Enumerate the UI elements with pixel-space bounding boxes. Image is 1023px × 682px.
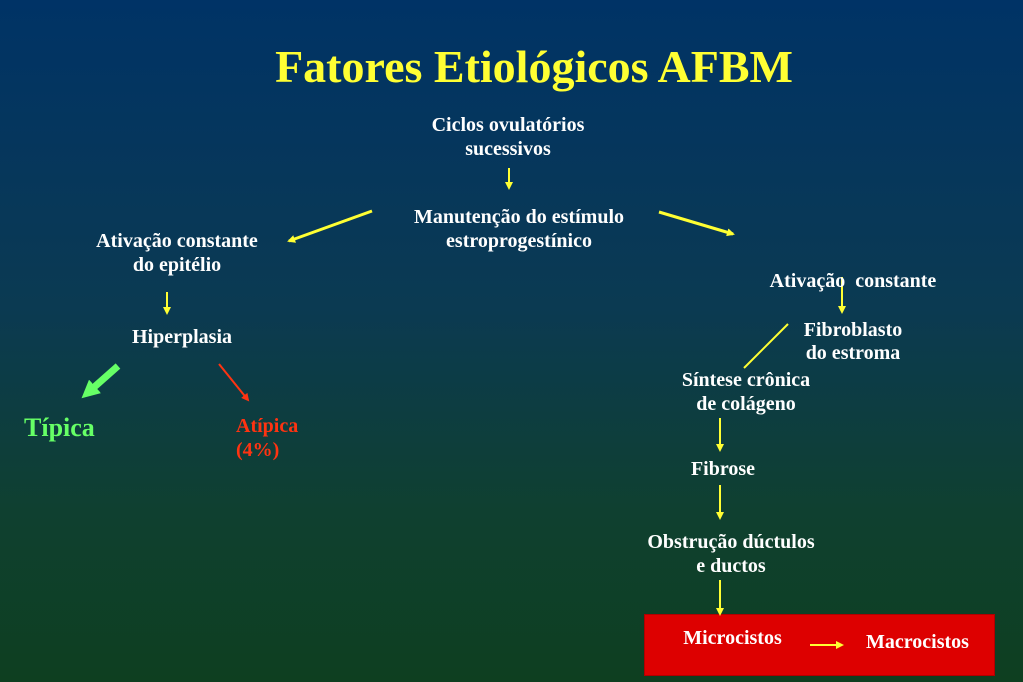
node-manutencao: Manutenção do estímulo estroprogestínico xyxy=(414,206,624,252)
node-ativacao-estroma: Ativação constante do estroma xyxy=(769,270,937,364)
node-fibrose: Fibrose xyxy=(690,458,756,480)
page-title: Fatores Etiológicos AFBM xyxy=(275,41,793,92)
node-hiperplasia: Hiperplasia xyxy=(131,326,232,348)
node-microcistos: Microcistos xyxy=(683,627,782,649)
node-ativacao-epitelio: Ativação constante do epitélio xyxy=(96,230,258,276)
node-macrocistos: Macrocistos xyxy=(866,631,969,653)
arrow-manutencao-epitelio xyxy=(287,209,373,243)
node-obstrucao: Obstrução dúctulos e ductos xyxy=(647,531,815,577)
node-fibroblasto: Fibroblasto xyxy=(803,319,903,341)
node-tipica: Típica xyxy=(24,413,95,442)
arrow-manutencao-estroma xyxy=(658,210,735,237)
node-sintese: Síntese crônica de colágeno xyxy=(681,369,811,415)
node-atipica: Atípica (4%) xyxy=(236,415,299,461)
node-ciclos: Ciclos ovulatórios sucessivos xyxy=(431,114,585,160)
arrow-fibroblasto-sintese xyxy=(743,323,789,369)
arrow-hiperplasia-tipica xyxy=(81,363,121,399)
arrow-hiperplasia-atipica xyxy=(218,363,250,402)
